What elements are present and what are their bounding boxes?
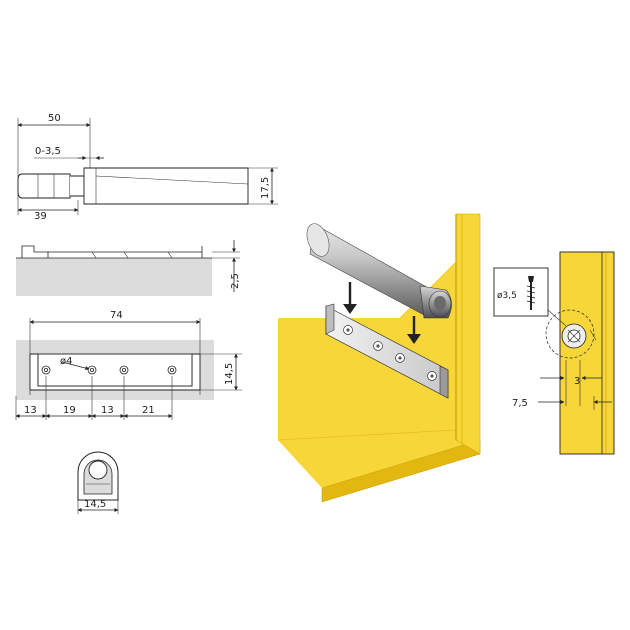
plate-dim-hole: ø4 <box>60 356 72 367</box>
plate-hole <box>41 365 51 375</box>
side-dim-length: 50 <box>48 113 61 124</box>
mount-plate-3d <box>325 303 449 399</box>
plate-dim-spacing-4: 21 <box>142 405 155 416</box>
side-view: 50 0-3,5 39 17,5 <box>17 113 278 222</box>
side-dim-body: 39 <box>34 211 47 222</box>
plate-view: 74 ø4 14,5 13 19 13 21 <box>15 310 242 420</box>
mount-detail: ø3,5 3 7,5 <box>493 251 615 455</box>
plate-hole <box>167 365 177 375</box>
cabinet-side-panel <box>278 262 456 488</box>
screw-inset-box <box>493 267 549 317</box>
damper-3d <box>306 223 452 319</box>
detail-circle <box>545 309 595 359</box>
detail-dim-screw: ø3,5 <box>497 291 517 301</box>
plate-dim-width: 14,5 <box>224 363 235 385</box>
plate-dim-spacing-1: 13 <box>24 405 37 416</box>
damper-tip <box>17 173 71 199</box>
plate-dim-spacing-2: 19 <box>63 405 76 416</box>
damper-body <box>83 167 249 205</box>
side-dim-height: 17,5 <box>260 177 271 199</box>
plate-dim-spacing-3: 13 <box>101 405 114 416</box>
cabinet-front-post <box>455 213 481 455</box>
side-dim-stroke: 0-3,5 <box>35 146 61 157</box>
rail-dim-thickness: 2,5 <box>230 273 241 289</box>
install-arrows <box>343 282 421 344</box>
cabinet-illustration <box>277 213 481 503</box>
plate-dim-length: 74 <box>110 310 123 321</box>
end-view: 14,5 <box>77 451 119 514</box>
plate-hole <box>119 365 129 375</box>
screw-icon <box>526 276 536 310</box>
end-dim-width: 14,5 <box>84 499 106 510</box>
detail-dim-offset-7-5: 7,5 <box>512 398 528 409</box>
detail-dim-offset-3: 3 <box>574 376 580 387</box>
rail-view: 2,5 <box>16 240 241 296</box>
rail-gray-block <box>16 258 212 296</box>
plate-holes <box>41 365 177 375</box>
detail-panel <box>559 251 615 455</box>
